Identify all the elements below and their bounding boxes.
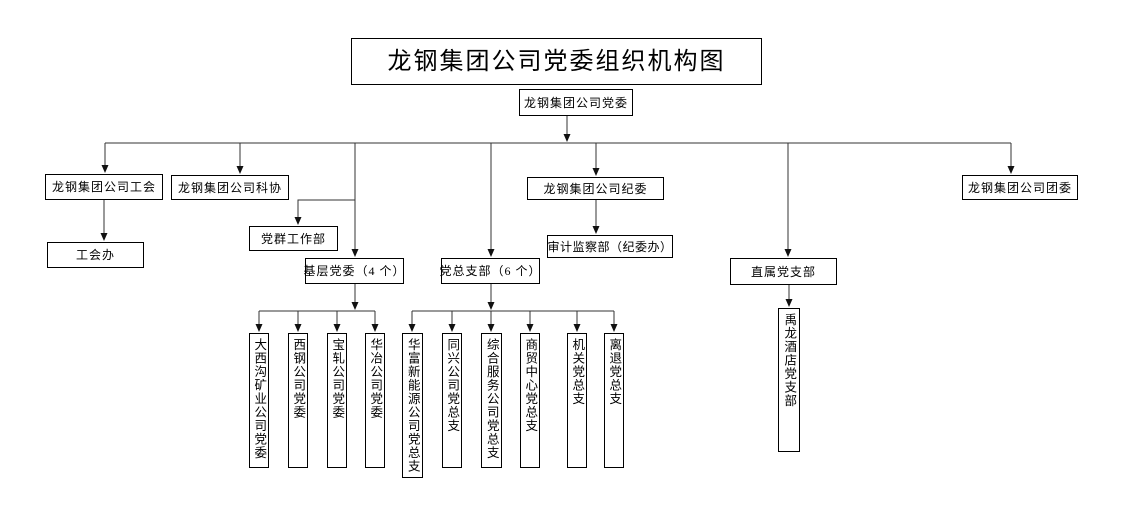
node-huafu-new-energy-branch: 华富新能源公司党总支 [402,333,423,478]
arrowhead-down-icon [351,249,359,257]
node-direct-party-branch: 直属党支部 [730,258,837,285]
arrowhead-down-icon [573,324,581,332]
node-science-association: 龙钢集团公司科协 [171,175,289,200]
connector-arrowheads [100,134,1015,332]
arrowhead-down-icon [101,165,109,173]
arrowhead-down-icon [487,249,495,257]
arrowhead-down-icon [351,302,359,310]
arrowhead-down-icon [563,134,571,142]
node-labor-union: 龙钢集团公司工会 [45,174,163,200]
arrowhead-down-icon [784,249,792,257]
node-baozha-committee: 宝轧公司党委 [327,333,347,468]
node-trade-center-branch: 商贸中心党总支 [520,333,540,468]
node-daxigou-mining-committee: 大西沟矿业公司党委 [249,333,269,468]
chart-title: 龙钢集团公司党委组织机构图 [351,38,762,85]
node-yulong-hotel-branch: 禹龙酒店党支部 [778,308,800,452]
arrowhead-down-icon [1007,166,1015,174]
arrowhead-down-icon [610,324,618,332]
arrowhead-down-icon [371,324,379,332]
node-huaye-committee: 华冶公司党委 [365,333,385,468]
arrowhead-down-icon [487,324,495,332]
arrowhead-down-icon [592,226,600,234]
arrowhead-down-icon [526,324,534,332]
node-youth-league: 龙钢集团公司团委 [962,175,1078,200]
arrowhead-down-icon [408,324,416,332]
arrowhead-down-icon [294,324,302,332]
node-audit-supervision-dept: 审计监察部（纪委办） [547,235,673,258]
node-grassroots-committees: 基层党委（4 个） [304,258,405,284]
node-tongxing-branch: 同兴公司党总支 [442,333,462,468]
arrowhead-down-icon [294,217,302,225]
arrowhead-down-icon [448,324,456,332]
arrowhead-down-icon [236,166,244,174]
node-party-mass-work-dept: 党群工作部 [249,226,338,251]
node-discipline-committee: 龙钢集团公司纪委 [527,177,664,200]
connector-party-mass-elbow [297,199,355,218]
node-union-office: 工会办 [47,242,144,268]
node-comprehensive-services-branch: 综合服务公司党总支 [481,333,502,468]
arrowhead-down-icon [100,233,108,241]
arrowhead-down-icon [592,168,600,176]
node-organ-branch: 机关党总支 [567,333,587,468]
arrowhead-down-icon [333,324,341,332]
arrowhead-down-icon [487,302,495,310]
node-general-party-branches: 党总支部（6 个） [440,258,541,284]
node-root-party-committee: 龙钢集团公司党委 [519,89,633,116]
node-xigang-committee: 西钢公司党委 [288,333,308,468]
arrowhead-down-icon [255,324,263,332]
arrowhead-down-icon [785,299,793,307]
connector-bus-drops [104,143,1012,250]
connector-general-branch-bus [411,284,615,325]
node-retirees-branch: 离退党总支 [604,333,624,468]
connector-grassroots-bus [258,284,376,325]
